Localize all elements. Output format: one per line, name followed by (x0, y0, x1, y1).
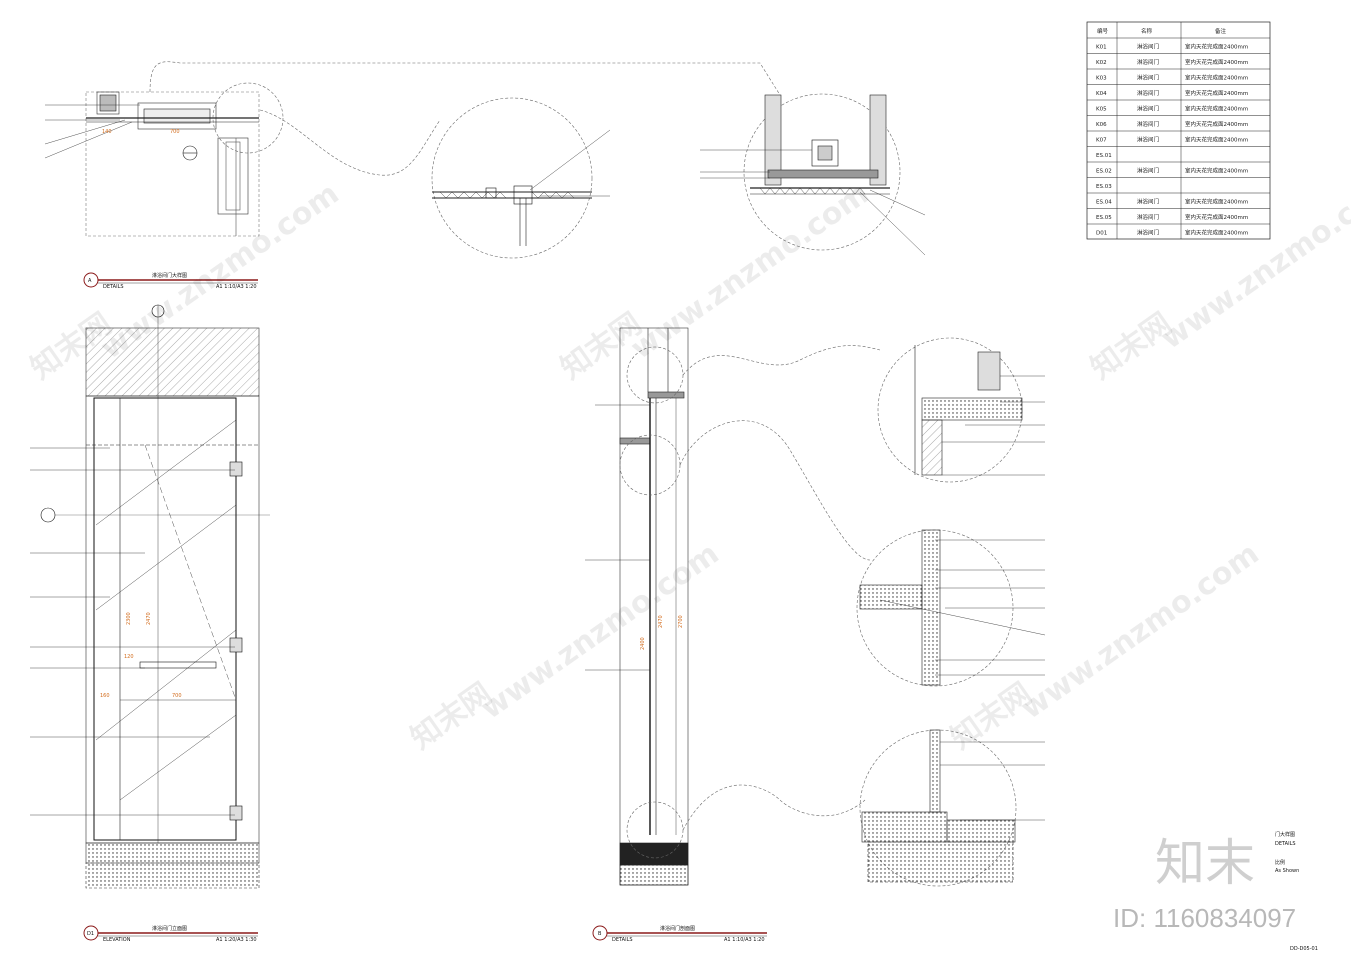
table-cell-code: ES.04 (1096, 200, 1112, 206)
table-cell-note: 室内天花完成面2400mm (1185, 167, 1248, 175)
table-cell-name: 淋浴间门 (1137, 89, 1159, 97)
title-d1-en: ELEVATION (103, 937, 131, 943)
title-d1-name: 淋浴间门立面图 (152, 925, 187, 932)
table-cell-code: K02 (1096, 60, 1107, 66)
sill-detail-circle (700, 93, 926, 256)
table-cell-note: 室内天花完成面2400mm (1185, 105, 1248, 113)
table-cell-note: 室内天花完成面2400mm (1185, 198, 1248, 206)
title-d1-scale: A1 1:20/A3 1:30 (216, 937, 257, 943)
table-cell-code: ES.05 (1096, 215, 1112, 221)
watermark-brand-3: 知末网 (1085, 306, 1179, 386)
sheet-scale-label: 比例 (1275, 859, 1285, 866)
title-block-b (592, 925, 767, 941)
table-cell-note: 室内天花完成面2400mm (1185, 213, 1248, 221)
detail-circle-top (877, 337, 1045, 483)
dim-sec-2470: 2470 (658, 615, 664, 628)
watermark-id: ID: 1160834097 (1113, 903, 1296, 933)
title-a-name: 淋浴间门大样图 (152, 272, 187, 279)
sheet-scale: As Shown (1275, 868, 1299, 874)
table-header-note: 备注 (1215, 27, 1227, 35)
title-b-en: DETAILS (612, 937, 633, 943)
title-d1-marker: D1 (87, 931, 94, 937)
table-cell-name: 淋浴间门 (1137, 43, 1159, 51)
elevation-d1 (30, 304, 270, 889)
sheet-title-cn: 门大样图 (1275, 831, 1295, 838)
table-cell-name: 淋浴间门 (1137, 58, 1159, 66)
table-cell-code: K06 (1096, 122, 1107, 128)
dim-sec-2400: 2400 (640, 637, 646, 650)
dim-elev-2300: 2300 (126, 612, 132, 625)
dim-plan-700: 700 (170, 129, 180, 135)
title-a-scale: A1 1:10/A3 1:20 (216, 284, 257, 290)
dim-elev-700: 700 (172, 693, 182, 699)
table-cell-name: 淋浴间门 (1137, 167, 1159, 175)
title-a-en: DETAILS (103, 284, 124, 290)
title-block-a (83, 272, 258, 288)
sheet-title-en: DETAILS (1275, 841, 1296, 847)
dim-plan-140: 140 (102, 129, 112, 135)
title-block-d1 (83, 925, 258, 941)
table-header-name: 名称 (1141, 27, 1153, 35)
table-cell-note: 室内天花完成面2400mm (1185, 229, 1248, 237)
watermark-logo: 知末 (1155, 834, 1255, 892)
table-cell-name: 淋浴间门 (1137, 198, 1159, 206)
table-cell-note: 室内天花完成面2400mm (1185, 136, 1248, 144)
watermark-site-2: www.znzmo.com (625, 176, 876, 366)
dim-elev-120: 120 (124, 654, 134, 660)
table-cell-name: 淋浴间门 (1137, 229, 1159, 237)
dim-elev-2470: 2470 (146, 612, 152, 625)
table-cell-note: 室内天花完成面2400mm (1185, 58, 1248, 66)
table-cell-name: 淋浴间门 (1137, 74, 1159, 82)
table-cell-code: D01 (1096, 231, 1107, 237)
table-cell-code: ES.02 (1096, 169, 1112, 175)
hinge-detail-circle (259, 97, 611, 259)
detail-circle-middle (856, 529, 1046, 687)
title-a-marker: A (88, 278, 92, 284)
table-cell-code: ES.01 (1096, 153, 1112, 159)
detail-circle-bottom (859, 729, 1045, 887)
table-cell-note: 室内天花完成面2400mm (1185, 120, 1248, 128)
watermark-site-5: www.znzmo.com (1015, 536, 1266, 726)
title-b-scale: A1 1:10/A3 1:20 (724, 937, 765, 943)
table-cell-note: 室内天花完成面2400mm (1185, 43, 1248, 51)
table-cell-note: 室内天花完成面2400mm (1185, 89, 1248, 97)
table-cell-name: 淋浴间门 (1137, 213, 1159, 221)
dim-sec-2700: 2700 (678, 615, 684, 628)
title-b-name: 淋浴间门剖面图 (660, 925, 695, 932)
watermark-site-3: www.znzmo.com (1155, 166, 1351, 356)
table-cell-code: ES.03 (1096, 184, 1112, 190)
sheet-number: DD-D05-01 (1290, 946, 1318, 952)
table-cell-name: 淋浴间门 (1137, 136, 1159, 144)
table-cell-code: K04 (1096, 91, 1107, 97)
watermark-brand-4: 知末网 (405, 676, 499, 756)
section-b (585, 327, 881, 886)
title-b-marker: B (598, 931, 602, 937)
table-cell-name: 淋浴间门 (1137, 120, 1159, 128)
table-cell-code: K05 (1096, 107, 1107, 113)
dim-elev-160: 160 (100, 693, 110, 699)
table-header-code: 编号 (1097, 27, 1109, 35)
table-cell-code: K07 (1096, 138, 1107, 144)
table-cell-name: 淋浴间门 (1137, 105, 1159, 113)
watermark-brand-5: 知末网 (945, 676, 1039, 756)
table-cell-code: K03 (1096, 76, 1107, 82)
table-cell-code: K01 (1096, 45, 1107, 51)
plan-detail-a (44, 61, 781, 237)
table-cell-note: 室内天花完成面2400mm (1185, 74, 1248, 82)
